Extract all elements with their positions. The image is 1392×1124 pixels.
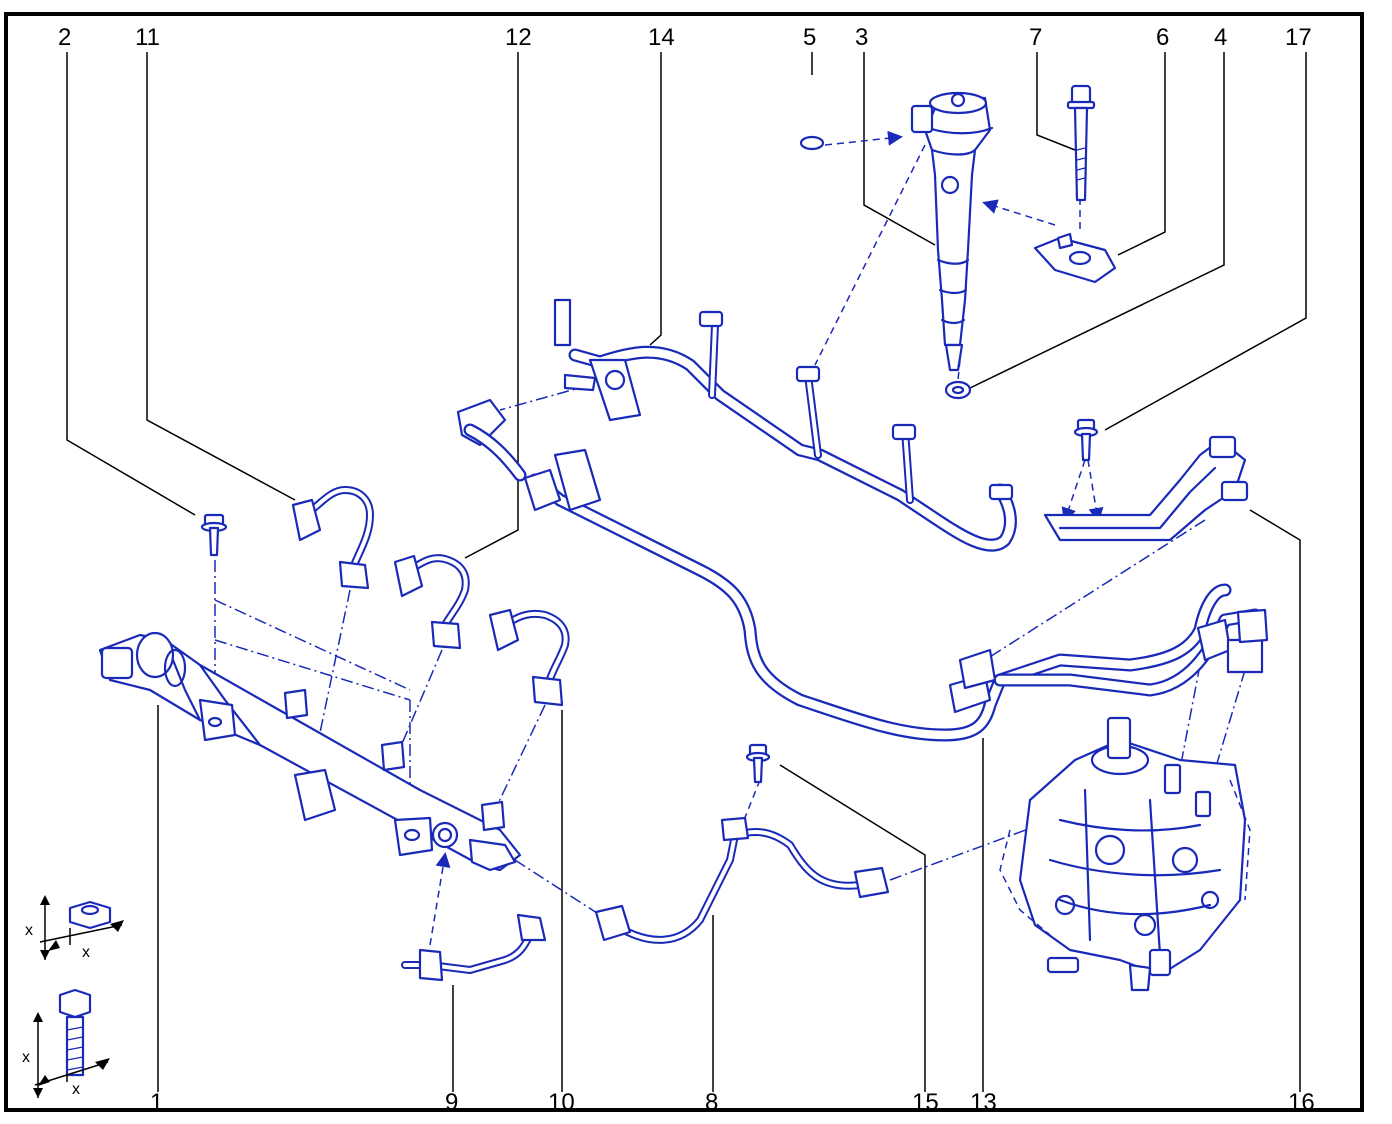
callout-6: 6 — [1156, 24, 1169, 51]
injector-clamp — [1033, 232, 1117, 284]
callout-11: 11 — [135, 24, 160, 51]
callout-16: 16 — [1288, 1089, 1315, 1116]
o-ring — [799, 135, 825, 151]
injector-high-pressure-pipe-12 — [393, 554, 470, 650]
pressure-sensor-pipe — [401, 913, 547, 982]
high-pressure-pump — [999, 716, 1251, 992]
tightening-legend-nut: x x — [25, 895, 124, 961]
callout-12: 12 — [505, 24, 532, 51]
callout-5: 5 — [803, 24, 816, 51]
pump-to-rail-pipe — [594, 816, 890, 944]
leader-lines — [66, 52, 1307, 1092]
bolt-x-label-2: x — [72, 1081, 80, 1098]
injector-bolt — [1066, 84, 1096, 202]
callout-15: 15 — [912, 1089, 939, 1116]
injector-high-pressure-pipe-10 — [488, 608, 570, 707]
nut-x-label-2: x — [82, 944, 90, 961]
callout-2: 2 — [58, 24, 71, 51]
pipe-clip-bolt — [745, 743, 771, 784]
callout-1: 1 — [150, 1089, 163, 1116]
bracket-bolt — [1073, 418, 1099, 462]
callout-10: 10 — [548, 1089, 575, 1116]
fuel-rail — [98, 631, 522, 872]
injector-leak-off-harness — [456, 298, 1017, 552]
callout-9: 9 — [445, 1089, 458, 1116]
nut-x-label-1: x — [25, 922, 33, 939]
bolt-x-label-1: x — [22, 1049, 30, 1066]
callout-8: 8 — [705, 1089, 718, 1116]
callout-14: 14 — [648, 24, 675, 51]
fuel-supply-harness — [523, 448, 1269, 742]
callout-7: 7 — [1029, 24, 1042, 51]
injector — [910, 91, 994, 372]
callout-4: 4 — [1214, 24, 1227, 51]
injector-washer — [944, 380, 972, 400]
callout-17: 17 — [1285, 24, 1312, 51]
injector-high-pressure-pipe-11 — [291, 486, 374, 590]
rail-bolt — [200, 513, 228, 557]
callout-3: 3 — [855, 24, 868, 51]
return-hose-bracket — [1043, 435, 1249, 542]
callout-13: 13 — [970, 1089, 997, 1116]
tightening-legend-bolt: x x — [22, 988, 110, 1098]
